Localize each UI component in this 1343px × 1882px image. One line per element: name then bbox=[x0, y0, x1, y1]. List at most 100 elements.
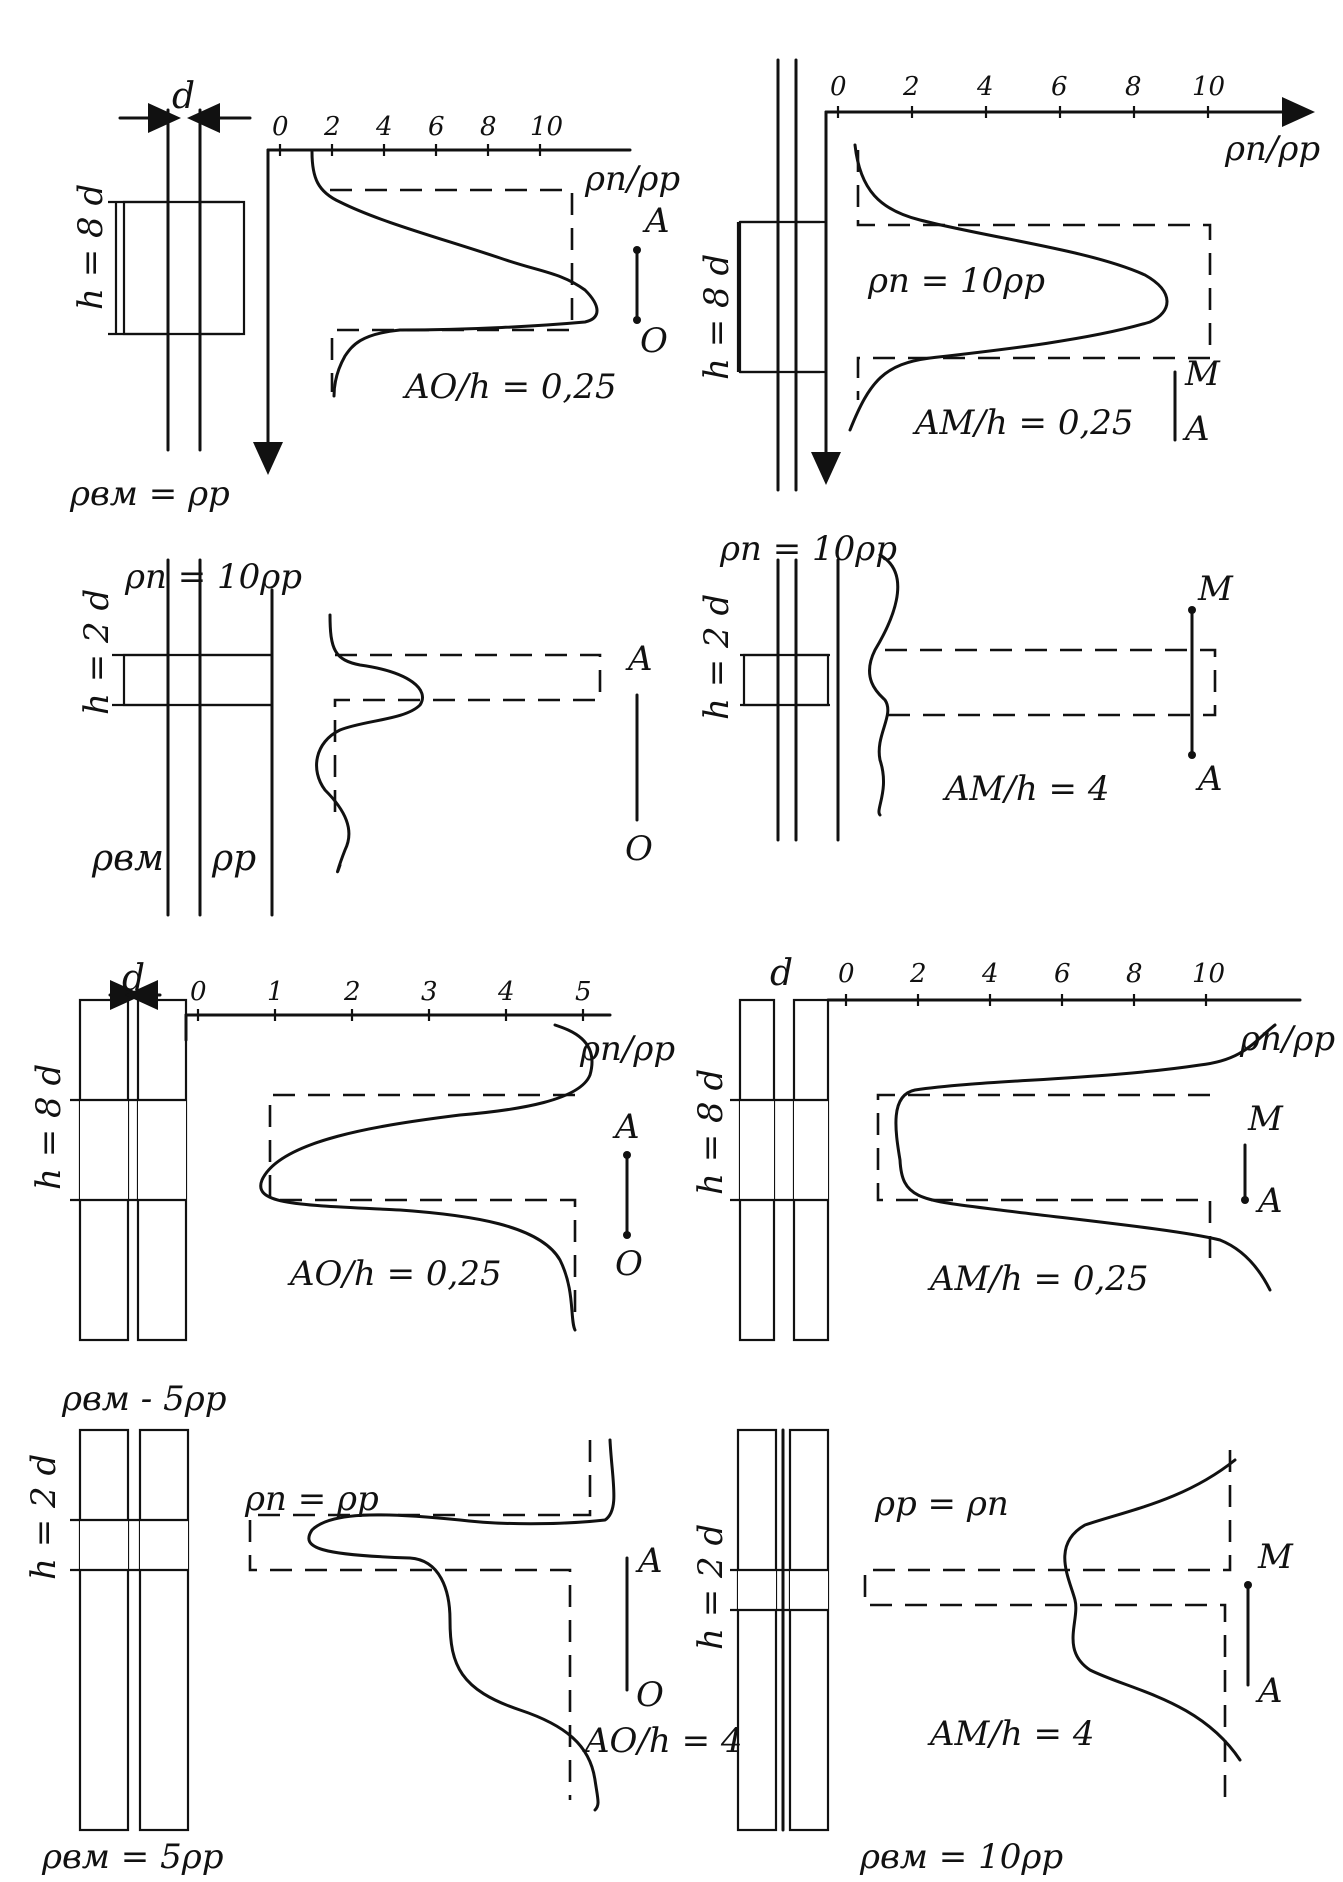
d-label: d bbox=[122, 958, 145, 999]
tick-label: 3 bbox=[421, 977, 438, 1007]
ratio-label: AМ/h = 4 bbox=[927, 1714, 1094, 1754]
tick-label: 4 bbox=[375, 112, 393, 142]
resistivity-label: ρвм = ρр bbox=[69, 474, 230, 514]
panel-1: d h = 8 d ρвм = ρр 0 2 4 6 8 10 ρп/ρр bbox=[69, 76, 680, 514]
true-resistivity-line bbox=[268, 1093, 577, 1320]
electrode-label: A bbox=[1255, 1181, 1283, 1221]
electrode-label: M bbox=[1257, 1537, 1294, 1577]
electrode-label: M bbox=[1247, 1099, 1284, 1139]
electrode-marker bbox=[1188, 606, 1196, 759]
borehole-8 bbox=[730, 1428, 830, 1832]
panel-8: h = 2 d ρр = ρп ρвм = 10ρр M A AМ/h = 4 bbox=[691, 1428, 1294, 1877]
tick-label: 10 bbox=[1192, 72, 1225, 102]
borehole-6 bbox=[730, 998, 830, 1342]
h-label: h = 8 d bbox=[29, 1064, 69, 1190]
electrode-label: O bbox=[615, 1244, 643, 1284]
electrode-label: A bbox=[1255, 1671, 1283, 1711]
apparent-resistivity-curve bbox=[868, 553, 900, 817]
h-label: h = 8 d bbox=[697, 254, 737, 380]
apparent-resistivity-curve bbox=[1063, 1458, 1242, 1762]
axis-label: ρп/ρр bbox=[579, 1029, 675, 1069]
axis-label: ρп/ρр bbox=[1224, 129, 1320, 169]
borehole-7 bbox=[70, 1428, 190, 1832]
borehole-3 bbox=[112, 558, 274, 917]
top-label: ρп = 10ρр bbox=[124, 557, 302, 597]
tick-label: 2 bbox=[909, 959, 927, 989]
plot-axes: 0 2 4 6 8 10 ρп/ρр bbox=[826, 959, 1335, 1059]
tick-label: 1 bbox=[267, 977, 284, 1007]
electrode-label: A bbox=[612, 1107, 640, 1147]
tick-label: 5 bbox=[575, 977, 592, 1007]
panel-3: h = 2 d ρп = 10ρр ρвм ρр A O bbox=[77, 557, 653, 917]
ratio-label: AO/h = 4 bbox=[582, 1721, 743, 1761]
panel-2: h = 8 d 0 2 4 6 8 10 ρп/ρр M A ρп = 10ρр… bbox=[697, 58, 1320, 492]
panel-5: d h = 8 d ρвм - 5ρр 0 1 2 3 4 5 ρп/ρр A bbox=[29, 958, 675, 1419]
true-resistivity-line bbox=[863, 1450, 1232, 1810]
tick-label: 6 bbox=[428, 112, 445, 142]
h-label: h = 2 d bbox=[691, 1524, 731, 1650]
true-resistivity-line bbox=[330, 188, 574, 392]
axis-label: ρп/ρр bbox=[584, 159, 680, 199]
resistivity-label: ρвм = 5ρр bbox=[41, 1837, 223, 1877]
plot-axes: 0 1 2 3 4 5 ρп/ρр bbox=[184, 977, 675, 1069]
tick-label: 4 bbox=[981, 959, 999, 989]
top-label: ρп = ρр bbox=[244, 1479, 379, 1519]
plot-axes: 0 2 4 6 8 10 ρп/ρр bbox=[253, 112, 680, 475]
axis-label: ρп/ρр bbox=[1239, 1019, 1335, 1059]
panel-4: h = 2 d ρп = 10ρр M A AМ/h = 4 bbox=[697, 529, 1234, 842]
ratio-label: AМ/h = 0,25 bbox=[912, 403, 1134, 443]
ratio-label: AO/h = 0,25 bbox=[402, 367, 617, 407]
tick-label: 6 bbox=[1051, 72, 1068, 102]
mud-label: ρвм bbox=[91, 838, 164, 879]
tick-label: 10 bbox=[530, 112, 563, 142]
true-resistivity-line bbox=[856, 150, 1212, 400]
apparent-resistivity-curve bbox=[259, 1023, 594, 1332]
h-label: h = 2 d bbox=[77, 589, 117, 715]
borehole-1 bbox=[108, 103, 252, 452]
resistivity-label: ρвм - 5ρр bbox=[61, 1379, 226, 1419]
apparent-resistivity-curve bbox=[894, 1023, 1277, 1292]
tick-label: 2 bbox=[343, 977, 361, 1007]
electrode-label: A bbox=[642, 201, 670, 241]
borehole-4 bbox=[740, 558, 840, 842]
electrode-marker bbox=[1241, 1143, 1249, 1204]
true-resistivity-line bbox=[876, 1093, 1212, 1268]
tick-label: 2 bbox=[902, 72, 920, 102]
tick-label: 8 bbox=[480, 112, 497, 142]
resistivity-label: ρвм = 10ρр bbox=[859, 1837, 1063, 1877]
apparent-resistivity-curve bbox=[848, 143, 1169, 432]
tick-label: 0 bbox=[838, 959, 855, 989]
tick-label: 4 bbox=[976, 72, 994, 102]
tick-label: 2 bbox=[323, 112, 341, 142]
borehole-5 bbox=[70, 980, 188, 1342]
apparent-resistivity-curve bbox=[307, 1438, 616, 1812]
top-label: ρр = ρп bbox=[874, 1484, 1009, 1524]
rock-label: ρр bbox=[211, 838, 256, 879]
h-label: h = 2 d bbox=[24, 1454, 64, 1580]
true-resistivity-line bbox=[333, 653, 602, 825]
resistivity-label: ρп = 10ρр bbox=[867, 261, 1045, 301]
h-label: h = 8 d bbox=[71, 184, 111, 310]
electrode-marker bbox=[623, 1151, 631, 1239]
borehole-2 bbox=[736, 58, 828, 492]
tick-label: 10 bbox=[1192, 959, 1225, 989]
h-label: h = 2 d bbox=[697, 594, 737, 720]
h-label: h = 8 d bbox=[691, 1069, 731, 1195]
electrode-label: A bbox=[1182, 409, 1210, 449]
tick-label: 0 bbox=[830, 72, 847, 102]
top-label: ρп = 10ρр bbox=[719, 529, 897, 569]
d-label: d bbox=[770, 953, 793, 994]
panel-7: h = 2 d ρвм = 5ρр ρп = ρр A O AO/h = 4 bbox=[24, 1428, 743, 1877]
electrode-label: O bbox=[636, 1675, 664, 1715]
axis-ticks bbox=[278, 144, 542, 156]
electrode-label: A bbox=[1195, 759, 1223, 799]
ratio-label: AМ/h = 4 bbox=[942, 769, 1109, 809]
electrode-label: M bbox=[1197, 569, 1234, 609]
electrode-label: A bbox=[635, 1541, 663, 1581]
true-resistivity-line bbox=[885, 648, 1217, 717]
tick-label: 0 bbox=[190, 977, 207, 1007]
electrode-marker bbox=[1244, 1581, 1252, 1687]
tick-label: 8 bbox=[1126, 959, 1143, 989]
electrode-label: M bbox=[1184, 354, 1221, 394]
